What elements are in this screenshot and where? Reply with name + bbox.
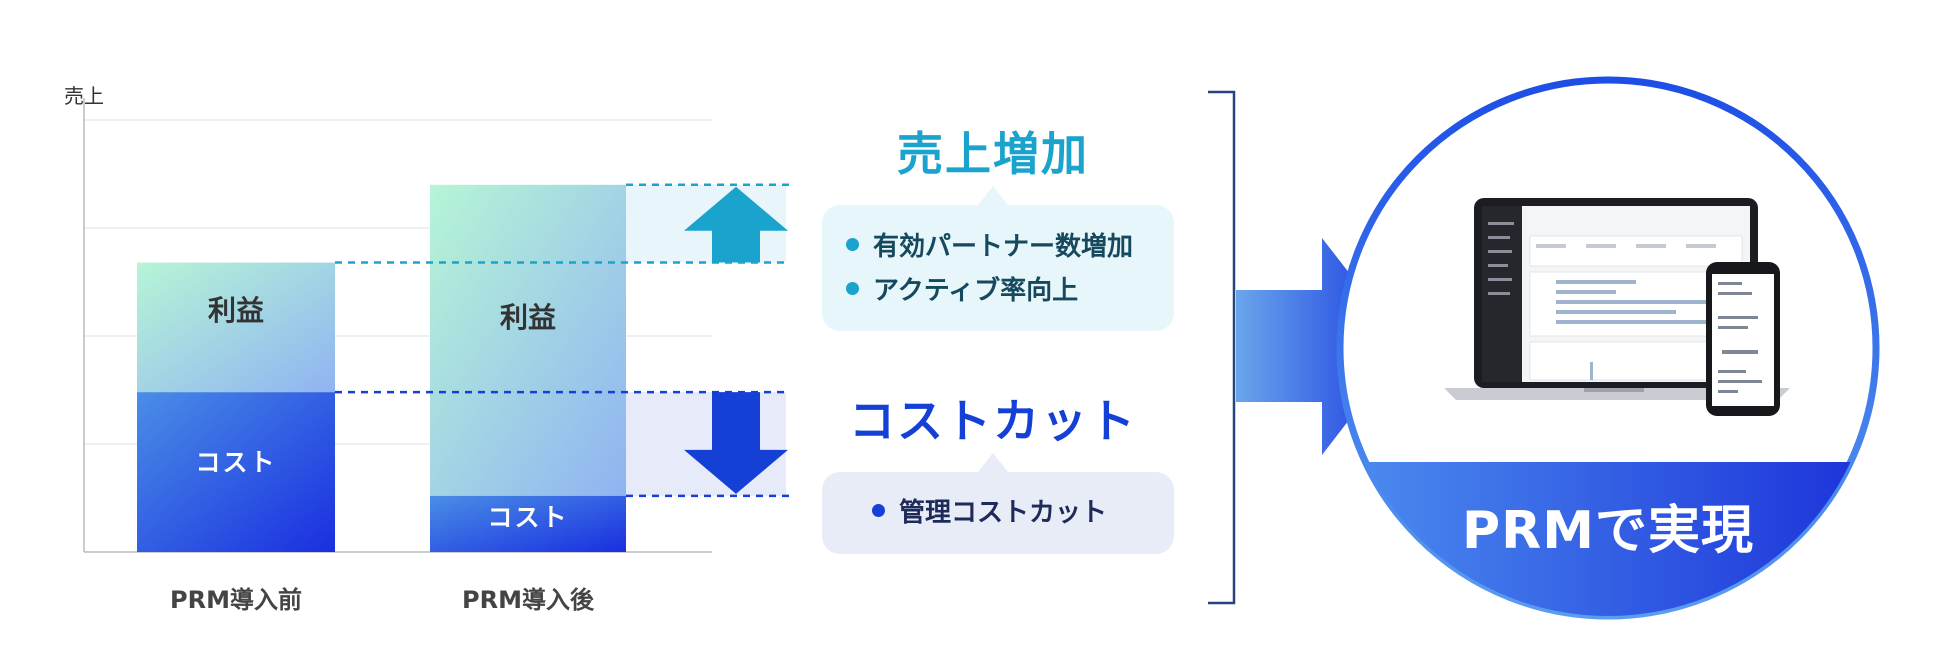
revenue-increase-title: 売上増加 [897, 127, 1089, 181]
list-item: 有効パートナー数増加 [846, 225, 1174, 269]
bullet-icon [872, 504, 885, 517]
bubble-pointer-revenue [978, 186, 1008, 205]
cost-cut-bubble: 管理コストカット [822, 472, 1174, 554]
bar-segment-cost [137, 392, 335, 552]
x-tick-label-after: PRM導入後 [462, 586, 594, 614]
result-caption: PRMで実現 [1462, 501, 1754, 561]
bar-segment-profit [137, 262, 335, 393]
cost-cut-band [626, 392, 786, 496]
bullet-icon [846, 282, 859, 295]
bar-before-cost-label: コスト [195, 448, 277, 477]
bar-after-cost-label: コスト [487, 503, 569, 532]
x-tick-label-before: PRM導入前 [170, 586, 302, 614]
bar-before-profit-label: 利益 [207, 294, 264, 327]
laptop-and-smartphone-dashboard-icon [1444, 198, 1790, 416]
arrow-up-icon [684, 186, 788, 263]
list-item: アクティブ率向上 [846, 269, 1174, 313]
bracket [1208, 90, 1236, 605]
chart-bars [137, 184, 626, 552]
revenue-increase-bubble: 有効パートナー数増加 アクティブ率向上 [822, 205, 1174, 331]
y-axis-label: 売上 [64, 84, 104, 108]
bar-segment-profit [430, 184, 626, 496]
bar-after-profit-label: 利益 [499, 301, 556, 334]
bar-segment-cost [430, 495, 626, 552]
arrow-down-icon [684, 392, 788, 494]
bubble-pointer-cost [978, 453, 1008, 472]
bullet-icon [846, 238, 859, 251]
list-item: 管理コストカット [872, 491, 1174, 535]
cost-cut-title: コストカット [849, 394, 1137, 448]
